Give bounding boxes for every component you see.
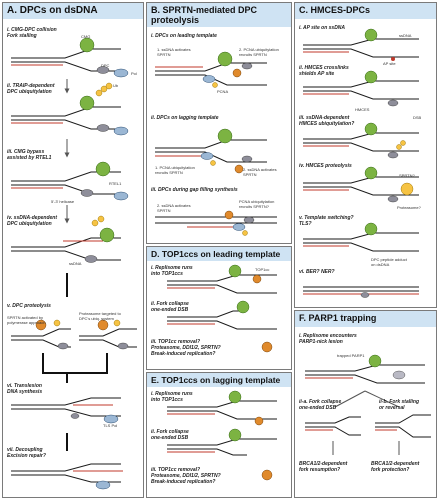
panel-f-step-2a: ii-a. Fork collapse one-ended DSB (299, 399, 342, 411)
panel-a-step-5: v. DPC proteolysis (7, 303, 51, 309)
panel-c-step-3: iii. ssDNA-dependent HMCES ubiquitylatio… (299, 115, 355, 127)
panel-a-label-cmg: CMG (81, 34, 91, 39)
panel-b-artwork (155, 51, 277, 236)
panel-a-step-3: iii. CMG bypass assisted by RTEL1 (7, 149, 52, 161)
panel-f-step-2b: ii-b. Fork stalling or reversal (379, 399, 420, 411)
panel-c-step-1: i. AP site on ssDNA (299, 25, 346, 31)
panel-c-label-ssdna: ssDNA (399, 33, 412, 38)
panel-c-label-peptide: DPC peptide adduct on dsDNA (371, 257, 407, 267)
panel-a-step-4: iv. ssDNA-dependent DPC ubiquitylation (7, 215, 58, 227)
panel-a-step-6: vi. Translesion DNA synthesis (7, 383, 43, 395)
panel-b-label-3: 1. PCNA ubiquitylation recruits SPRTN (155, 165, 195, 175)
panel-f-artwork (305, 354, 431, 455)
panel-f-step-3a: BRCA1/2-dependent fork resumption? (299, 461, 348, 473)
panel-a-title: A. DPCs on dsDNA (3, 3, 143, 19)
panel-c-label-hmces: HMCES (355, 107, 370, 112)
panel-b-sprtn-proteolysis: B. SPRTN-mediated DPC proteolysis i. DPC… (146, 2, 292, 244)
panel-e-step-1: i. Replisome runs into TOP1ccs (151, 391, 193, 403)
panel-e-step-2: ii. Fork collapse one-ended DSB (151, 429, 189, 441)
panel-b-step-1: i. DPCs on leading template (151, 33, 217, 39)
panel-c-step-4: iv. HMCES proteolysis (299, 163, 352, 169)
panel-c-artwork (303, 28, 419, 298)
panel-c-step-6: vi. BER? NER? (299, 269, 335, 275)
panel-c-hmces-dpcs: C. HMCES-DPCs i. AP site on ssDNA ii. HM… (294, 2, 437, 308)
panel-a-label-proteasome: Proteasome targeted to DPC's ubiq. syste… (79, 311, 121, 321)
panel-f-label-parp: trapped PARP1 (337, 353, 365, 358)
panel-a-label-pol: Pol (131, 71, 137, 76)
panel-b-label-4: 2. ssDNA activates SPRTN (243, 167, 277, 177)
panel-d-step-1: i. Replisome runs into TOP1ccs (151, 265, 193, 277)
panel-e-step-3: iii. TOP1cc removal? Proteasome, DDI1/2,… (151, 467, 221, 485)
panel-b-step-3: iii. DPCs during gap filling synthesis (151, 187, 238, 193)
panel-b-label-6: PCNA ubiquitylation recruits SPRTN? (239, 199, 275, 209)
panel-d-title: D. TOP1ccs on leading template (147, 247, 291, 261)
panel-c-step-2: ii. HMCES crosslinks shields AP site (299, 65, 349, 77)
panel-b-label-pcna: PCNA (217, 89, 229, 94)
panel-e-title: E. TOP1ccs on lagging template (147, 373, 291, 387)
panel-c-step-5: v. Template switching? TLS? (299, 215, 354, 227)
panel-d-artwork (167, 264, 277, 353)
panel-a-label-dpc: DPC (101, 63, 110, 68)
panel-e-artwork (167, 390, 277, 481)
panel-d-step-3: iii. TOP1cc removal? Proteasome, DDI1/2,… (151, 339, 221, 357)
panel-f-step-3b: BRCA1/2-dependent fork protection? (371, 461, 420, 473)
panel-a-step-1: i. CMG-DPC collision Fork stalling (7, 27, 57, 39)
panel-a-label-sprtn: SPRTN activated by polymerase approach (7, 315, 46, 325)
panel-c-title: C. HMCES-DPCs (295, 3, 436, 19)
panel-a-label-ub: Ub (113, 83, 119, 88)
panel-a-label-rtel: RTEL1 (109, 181, 122, 186)
panel-d-step-2: ii. Fork collapse one-ended DSB (151, 301, 189, 313)
panel-a-label-tls: TLS Pol (103, 423, 118, 428)
panel-b-step-2: ii. DPCs on lagging template (151, 115, 219, 121)
panel-c-label-sprtn: SPRTN? (399, 173, 415, 178)
panel-b-title: B. SPRTN-mediated DPC proteolysis (147, 3, 291, 27)
panel-a-artwork (11, 37, 137, 490)
panel-b-label-2: 2. PCNA ubiquitylation recruits SPRTN (239, 47, 279, 57)
panel-b-label-1: 1. ssDNA activates SPRTN (157, 47, 191, 57)
panel-a-step-2: ii. TRAIP-dependent DPC ubiquitylation (7, 83, 55, 95)
panel-c-label-dsb: DSB (413, 115, 422, 120)
panel-d-label-top: TOP1cc (255, 267, 270, 272)
panel-f-title: F. PARP1 trapping (295, 311, 436, 327)
panel-f-parp1-trapping: F. PARP1 trapping i. Replisome encounter… (294, 310, 437, 498)
panel-c-label-ap: AP site (383, 61, 396, 66)
panel-b-label-5: 2. ssDNA activates SPRTN (157, 203, 191, 213)
panel-e-top1ccs-lagging: E. TOP1ccs on lagging template i. Replis… (146, 372, 292, 498)
ap-site-marker (391, 57, 395, 61)
panel-a-step-7: vii. Decoupling Excision repair? (7, 447, 46, 459)
panel-f-step-1: i. Replisome encounters PARP1-nick lesio… (299, 333, 357, 345)
panel-c-label-prot: Proteasome? (397, 205, 421, 210)
panel-a-label-rtel1: 5'-3' helicase (51, 199, 75, 204)
panel-a-label-ssdna: ssDNA (69, 261, 82, 266)
panel-d-top1ccs-leading: D. TOP1ccs on leading template i. Replis… (146, 246, 292, 370)
panel-a-dpcs-on-dsdna: A. DPCs on dsDNA (2, 2, 144, 498)
